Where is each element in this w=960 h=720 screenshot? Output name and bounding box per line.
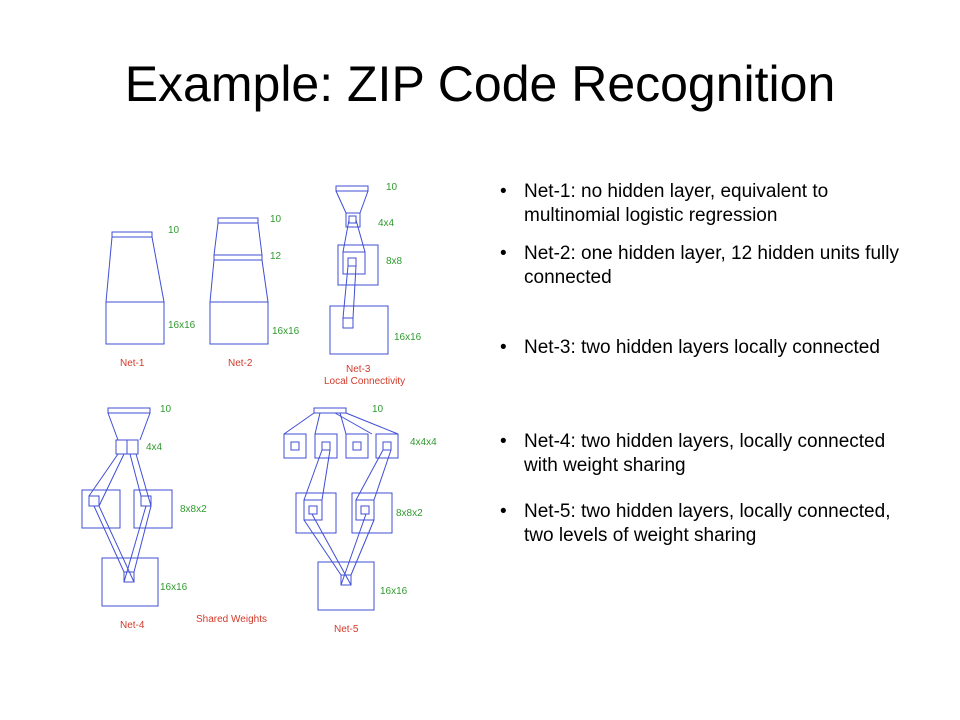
shared-weights-caption: Shared Weights <box>196 614 267 625</box>
net3-hidden1-label: 8x8 <box>386 256 403 267</box>
net1-output-label: 10 <box>168 225 180 236</box>
net3-name: Net-3 <box>346 364 371 375</box>
bullet-net-1: •Net-1: no hidden layer, equivalent to m… <box>500 181 829 226</box>
bullet-net-5: •Net-5: two hidden layers, locally conne… <box>500 501 891 546</box>
net3-input-label: 16x16 <box>394 332 422 343</box>
net4-hidden1-label: 8x8x2 <box>180 504 207 515</box>
net2-output-label: 10 <box>270 214 282 225</box>
net2-name: Net-2 <box>228 358 253 369</box>
net4-hidden2-label: 4x4 <box>146 442 163 453</box>
net4-drawing <box>81 407 173 607</box>
net1-input-label: 16x16 <box>168 320 196 331</box>
net5-hidden1-label: 8x8x2 <box>396 508 423 519</box>
net1-drawing <box>105 231 165 345</box>
bullet-net-4: •Net-4: two hidden layers, locally conne… <box>500 431 886 476</box>
net4-name: Net-4 <box>120 620 145 631</box>
net4-output-label: 10 <box>160 404 172 415</box>
net5-drawing <box>283 407 399 611</box>
net2-input-label: 16x16 <box>272 326 300 337</box>
net5-name: Net-5 <box>334 624 359 635</box>
net2-hidden-label: 12 <box>270 251 282 262</box>
net3-hidden2-label: 4x4 <box>378 218 395 229</box>
net5-output-label: 10 <box>372 404 384 415</box>
net5-hidden2-label: 4x4x4 <box>410 437 437 448</box>
slide-title: Example: ZIP Code Recognition <box>124 56 836 112</box>
net4-input-label: 16x16 <box>160 582 188 593</box>
net5-input-label: 16x16 <box>380 586 408 597</box>
net1-name: Net-1 <box>120 358 145 369</box>
bullet-net-3: •Net-3: two hidden layers locally connec… <box>500 337 880 358</box>
net3-drawing <box>329 185 389 355</box>
net3-caption: Local Connectivity <box>324 376 405 387</box>
net3-output-label: 10 <box>386 182 398 193</box>
bullet-net-2: •Net-2: one hidden layer, 12 hidden unit… <box>500 243 899 288</box>
net2-drawing <box>209 217 269 345</box>
network-architectures-diagram: 10 16x16 10 12 16x16 10 4x4 8x8 16x16 10… <box>81 182 437 635</box>
